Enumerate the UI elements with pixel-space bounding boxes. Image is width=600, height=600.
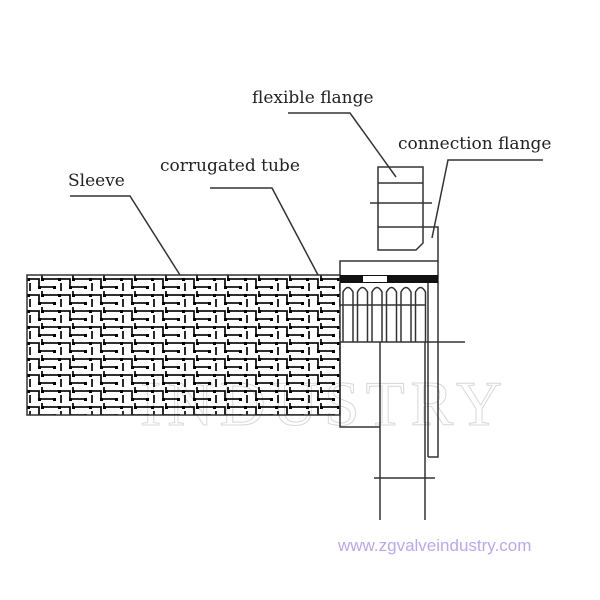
label-connection-flange: connection flange (398, 134, 551, 154)
convolution (371, 286, 383, 342)
gasket-bar (340, 275, 438, 283)
convolution (400, 286, 412, 342)
convolution (356, 286, 369, 342)
flexible-flange (370, 166, 432, 251)
lower-flange (339, 342, 435, 520)
label-sleeve: Sleeve (68, 171, 125, 191)
convolution (414, 286, 427, 342)
leader-corrugated-tube (210, 187, 319, 276)
label-flexible-flange: flexible flange (252, 88, 374, 108)
convolution (342, 286, 354, 342)
leader-flexible-flange (288, 112, 397, 178)
convolution (385, 286, 398, 342)
sleeve (26, 274, 341, 416)
leader-sleeve (70, 195, 181, 276)
corrugated-tube (340, 286, 427, 342)
url-watermark: www.zgvalveindustry.com (337, 536, 531, 555)
leader-connection-flange (431, 159, 543, 239)
label-corrugated-tube: corrugated tube (160, 156, 300, 176)
